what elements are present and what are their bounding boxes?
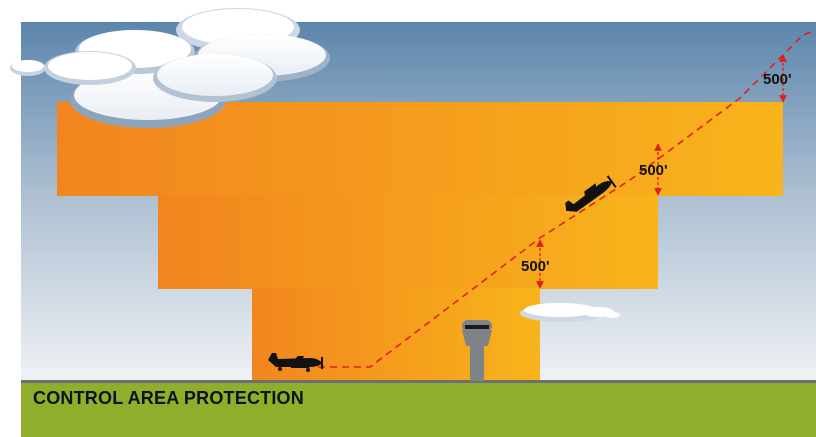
clearance-label-lower: 500' <box>521 258 550 275</box>
clearance-label-middle: 500' <box>639 162 668 179</box>
airplane-icon <box>268 353 323 372</box>
flight-path <box>318 31 816 368</box>
airspace-tier-middle <box>158 195 658 289</box>
runway-line <box>21 380 816 383</box>
control-tower-icon <box>462 320 492 381</box>
airplane-icon <box>565 175 617 212</box>
diagram-caption: CONTROL AREA PROTECTION <box>33 388 304 408</box>
clearance-label-upper: 500' <box>763 71 792 88</box>
airspace-tier-lower <box>252 288 540 383</box>
cloud-icon <box>10 8 330 128</box>
ground-strip <box>21 382 816 437</box>
cloud-icon <box>520 303 620 322</box>
